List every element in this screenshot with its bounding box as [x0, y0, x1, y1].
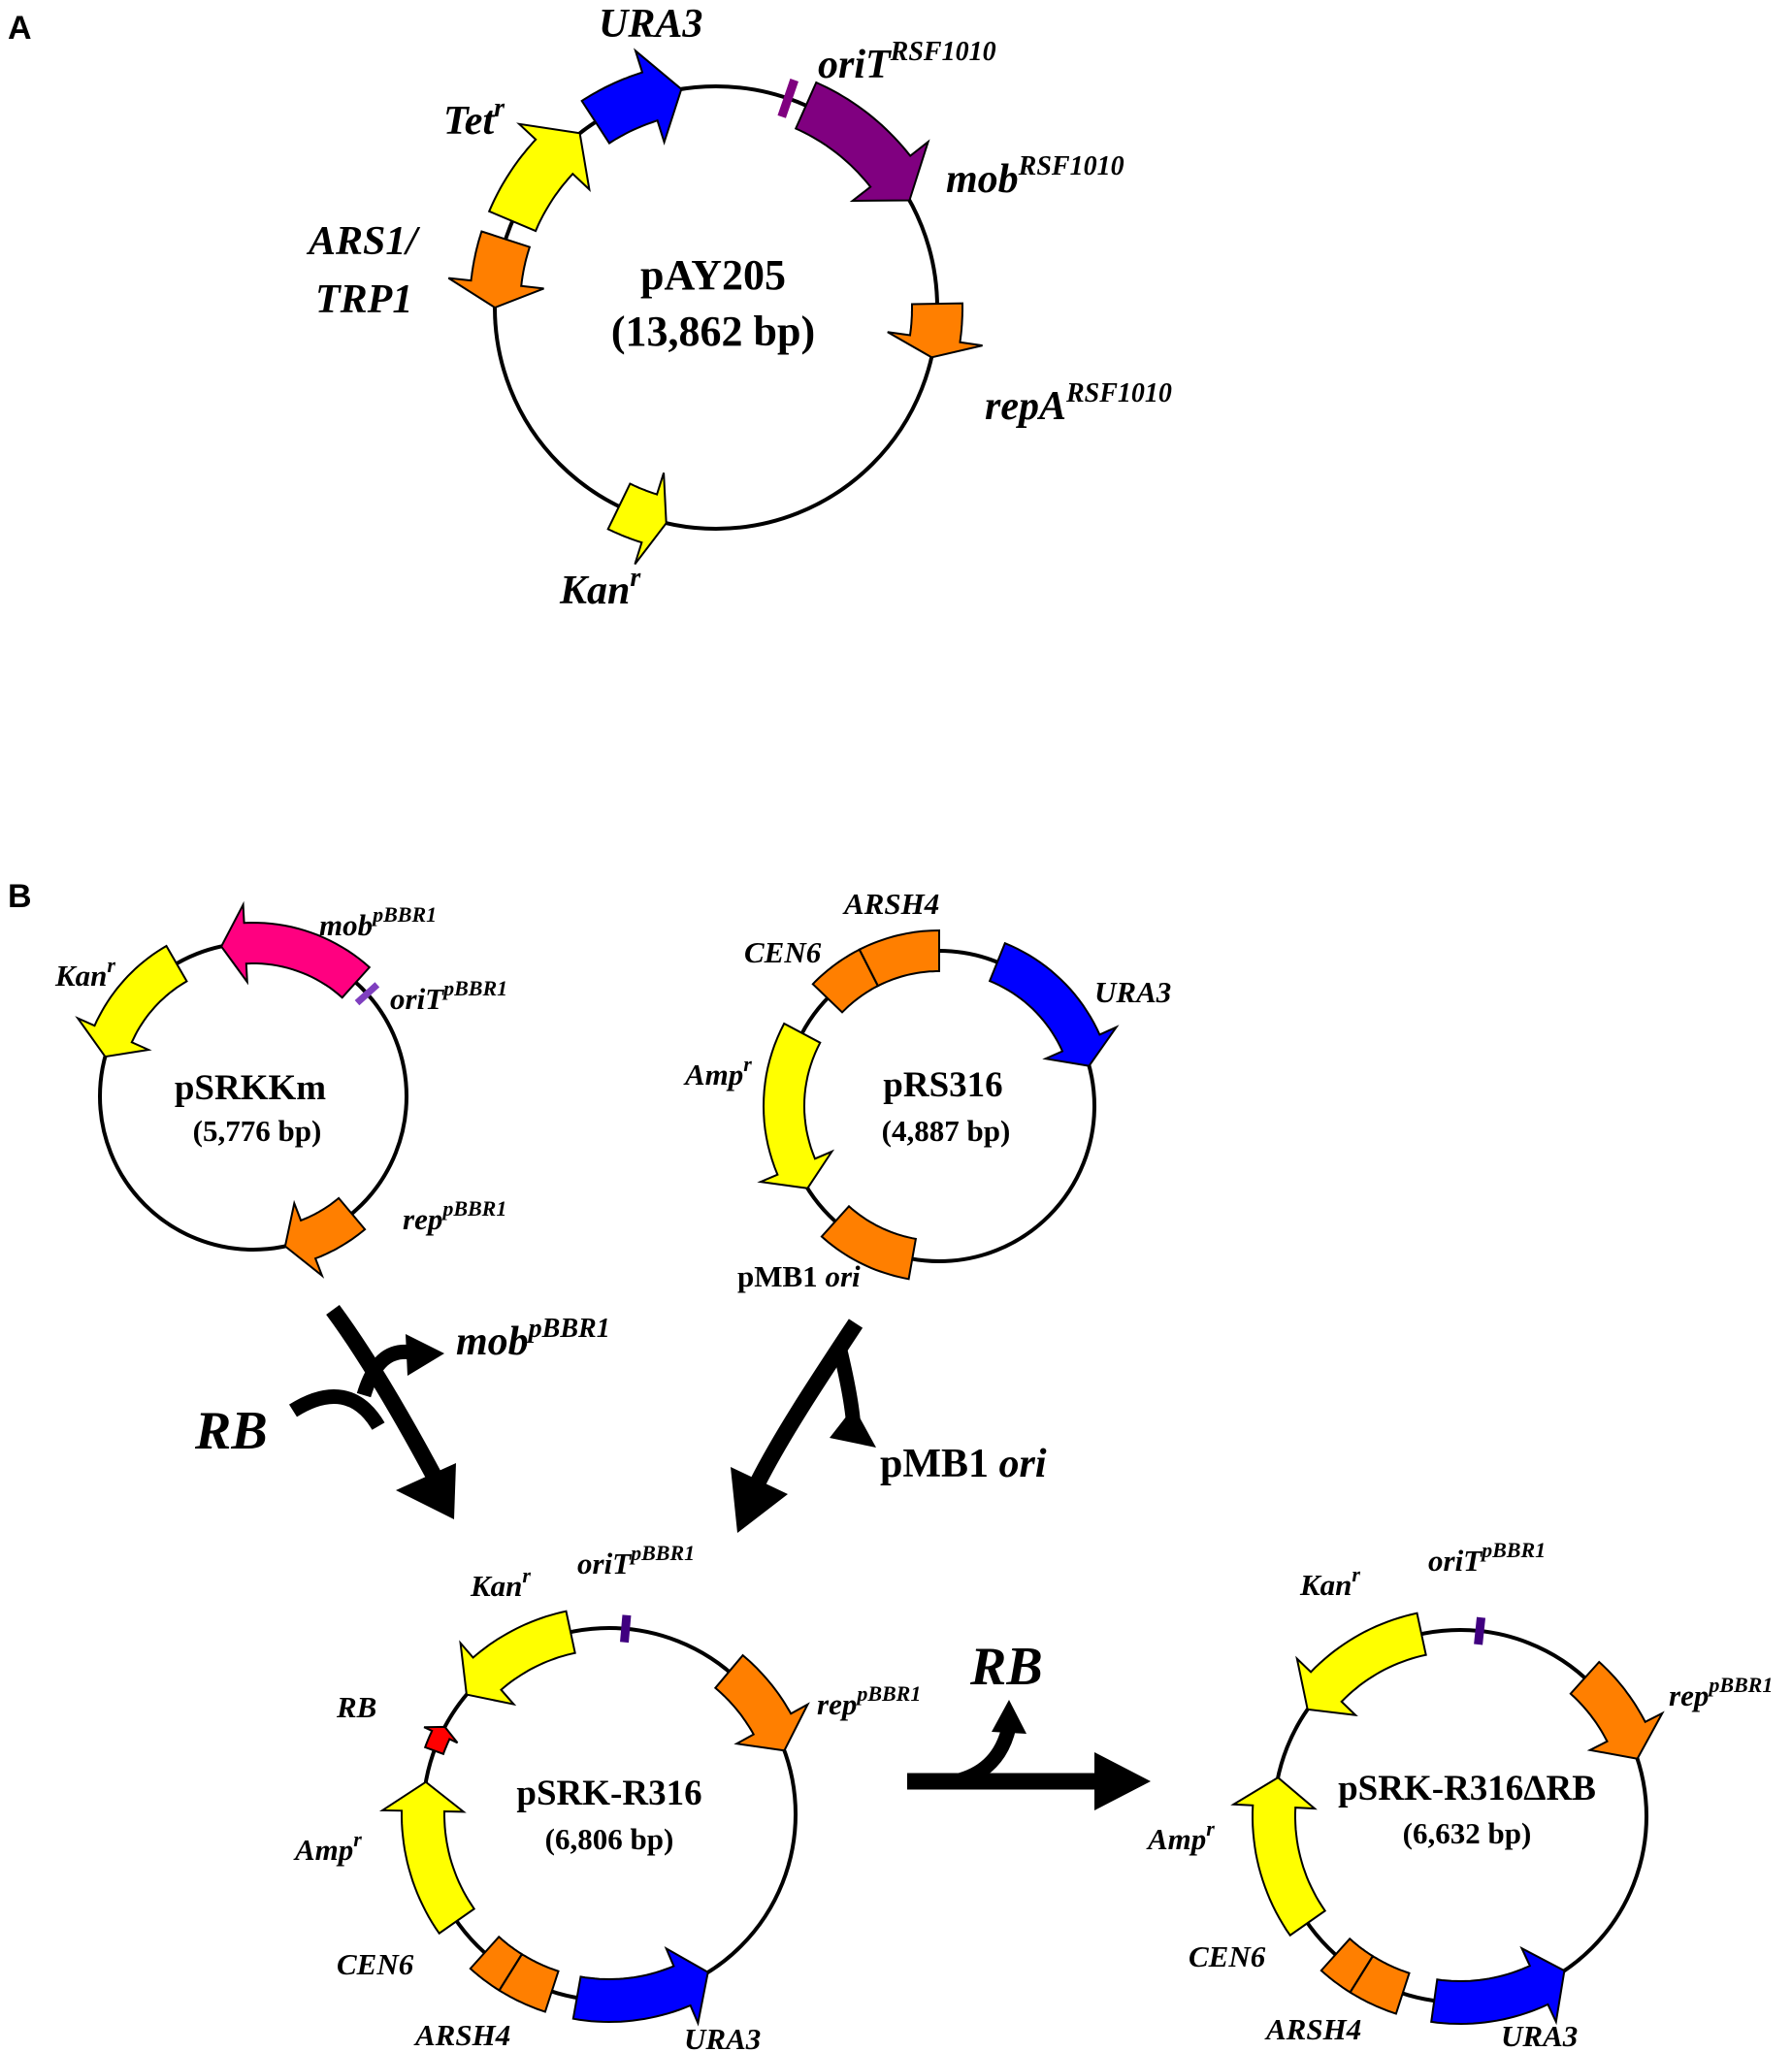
arrow-pmb1-out-head	[830, 1407, 876, 1448]
gene-orit-a	[777, 79, 798, 118]
arrow-rb-out	[954, 1725, 1017, 1789]
gene-ura3-b3	[571, 1945, 709, 2027]
label-arsh4-b2: ARSH4	[842, 887, 939, 921]
gene-ura3-a	[580, 48, 683, 146]
gene-mob-a	[794, 81, 930, 203]
flow-label-pmb1: pMB1 ori	[880, 1442, 1047, 1486]
flow-label-rb: RB	[194, 1401, 268, 1461]
label-cen6-b4: CEN6	[1189, 1939, 1266, 1973]
label-kan-b4: Kanr	[1299, 1562, 1360, 1602]
psrk-r316-name: pSRK-R316	[516, 1774, 701, 1813]
psrk-r316-size: (6,806 bp)	[545, 1822, 674, 1856]
gene-pmb1-b2	[820, 1204, 918, 1281]
label-tet-a: Tetr	[443, 93, 505, 144]
arrow-horizontal-head	[1094, 1752, 1151, 1810]
sep-cen6-arsh4-b4	[1349, 1955, 1374, 1994]
gene-rb-b3	[423, 1725, 459, 1756]
label-mob-a: mobRSF1010	[946, 151, 1124, 202]
gene-rep-b4	[1569, 1660, 1665, 1760]
gene-kan-b1	[75, 944, 188, 1059]
prs316-size: (4,887 bp)	[882, 1114, 1011, 1148]
gene-amp-b4	[1230, 1775, 1327, 1938]
label-pmb1-b2: pMB1 ori	[737, 1259, 861, 1293]
pay205-name: pAY205	[640, 251, 786, 299]
psrkkm-size: (5,776 bp)	[193, 1114, 322, 1148]
label-arsh4-b4: ARSH4	[1264, 2012, 1361, 2046]
panel-a: A pAY205 (13,862 bp) URA3 oriTRSF1010 mo…	[8, 2, 1172, 613]
label-ura3-b3: URA3	[684, 2022, 761, 2052]
arrow-right-main	[749, 1319, 863, 1488]
gene-amp-b2	[757, 1022, 835, 1189]
arrow-left-main	[326, 1304, 446, 1489]
flow-label-mob: mobpBBR1	[456, 1314, 610, 1364]
gene-tet-a	[487, 122, 591, 233]
prs316-genes	[757, 928, 1120, 1281]
label-ars1-a: ARS1/	[306, 219, 420, 264]
label-orit-b1: oriTpBBR1	[390, 976, 507, 1016]
sep-cen6-arsh4-b2	[858, 949, 879, 987]
label-kan-b1: Kanr	[54, 953, 115, 993]
prs316-name: pRS316	[883, 1065, 1002, 1105]
gene-cen6-b3	[469, 1935, 524, 1992]
gene-mob-b1	[219, 900, 372, 999]
gene-repa-a	[887, 302, 983, 359]
pay205-genes	[447, 48, 983, 566]
gene-amp-b3	[378, 1780, 476, 1936]
psrk-r316drb-size: (6,632 bp)	[1403, 1816, 1532, 1850]
gene-orit-b1	[354, 982, 380, 1006]
label-ura3-a: URA3	[599, 2, 702, 47]
label-ura3-b4: URA3	[1501, 2019, 1578, 2052]
label-orit-b3: oriTpBBR1	[577, 1541, 695, 1580]
arrow-rb-out-head	[992, 1700, 1026, 1734]
pay205-size: (13,862 bp)	[611, 308, 815, 355]
flow-label-rb2: RB	[969, 1637, 1043, 1697]
gene-kan-b3	[459, 1610, 576, 1707]
label-trp1-a: TRP1	[315, 277, 412, 322]
gene-ura3-b4	[1430, 1945, 1566, 2026]
gene-cen6-b4	[1320, 1937, 1375, 1994]
label-orit-a: oriTRSF1010	[818, 37, 996, 87]
label-repa-a: repARSF1010	[985, 378, 1172, 429]
arrow-left-head	[396, 1463, 456, 1519]
panel-a-letter: A	[8, 10, 32, 47]
arrow-rb-in	[288, 1389, 385, 1431]
gene-rep-b3	[713, 1653, 810, 1752]
label-rep-b1: reppBBR1	[403, 1196, 506, 1236]
gene-arsh4-b2	[858, 928, 940, 988]
gene-kan-a	[606, 472, 668, 566]
label-ura3-b2: URA3	[1094, 975, 1171, 1009]
label-rb-b3: RB	[336, 1690, 376, 1724]
label-arsh4-b3: ARSH4	[413, 2018, 510, 2052]
flow-arrows	[288, 1304, 1151, 1810]
gene-orit-b3	[620, 1614, 632, 1644]
arrow-right-head	[731, 1467, 788, 1533]
label-amp-b2: Ampr	[683, 1052, 752, 1091]
psrk-r316drb-genes	[1230, 1612, 1665, 2026]
sep-cen6-arsh4-b3	[498, 1953, 523, 1992]
arrow-mob-out	[356, 1344, 414, 1398]
label-orit-b4: oriTpBBR1	[1428, 1538, 1546, 1578]
psrk-r316-genes	[378, 1610, 810, 2027]
label-amp-b4: Ampr	[1146, 1816, 1215, 1856]
gene-orit-b4	[1474, 1616, 1486, 1645]
arrow-mob-out-head	[406, 1334, 444, 1376]
label-kan-a: Kanr	[559, 563, 641, 613]
label-cen6-b3: CEN6	[337, 1947, 414, 1981]
gene-ura3-b2	[988, 941, 1120, 1067]
psrkkm-genes	[75, 900, 380, 1279]
panel-b: B pSRKKm (5,776 bp) Kanr mobpBBR1 oriTpB…	[8, 878, 1773, 2052]
psrkkm-name: pSRKKm	[175, 1068, 326, 1108]
label-mob-b1: mobpBBR1	[319, 902, 437, 942]
label-kan-b3: Kanr	[470, 1563, 531, 1603]
label-amp-b3: Ampr	[293, 1827, 362, 1867]
gene-ars1-a	[447, 230, 544, 309]
psrk-r316drb-name: pSRK-R316ΔRB	[1338, 1769, 1596, 1808]
label-rep-b3: reppBBR1	[817, 1681, 921, 1721]
label-cen6-b2: CEN6	[744, 935, 822, 969]
panel-b-letter: B	[8, 878, 32, 915]
label-rep-b4: reppBBR1	[1669, 1673, 1773, 1712]
gene-rep-b1	[283, 1196, 367, 1279]
gene-kan-b4	[1295, 1612, 1427, 1717]
